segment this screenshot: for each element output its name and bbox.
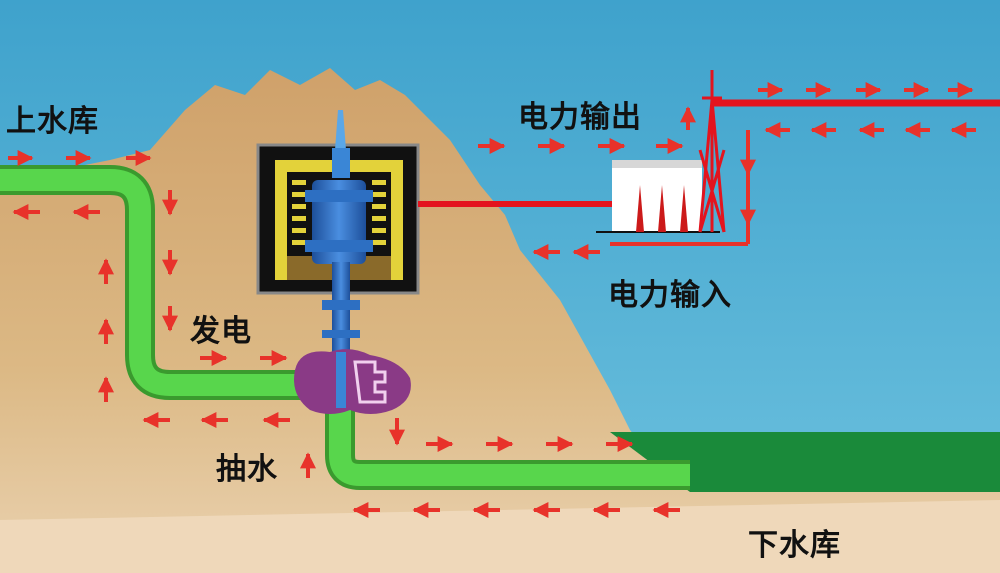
turbine-icon	[294, 349, 411, 414]
flow-arrows	[8, 82, 976, 518]
ground	[0, 500, 1000, 573]
substation-icon	[596, 160, 720, 233]
label-power-output: 电力输出	[518, 100, 642, 135]
label-power-input: 电力输入	[608, 278, 732, 313]
label-upper-reservoir: 上水库	[6, 104, 99, 139]
mountain	[0, 68, 1000, 573]
shaft	[322, 110, 360, 357]
label-pump: 抽水	[216, 452, 278, 487]
label-lower-reservoir: 下水库	[748, 528, 841, 563]
label-generate: 发电	[190, 314, 252, 349]
lower-reservoir-water	[610, 432, 1000, 492]
